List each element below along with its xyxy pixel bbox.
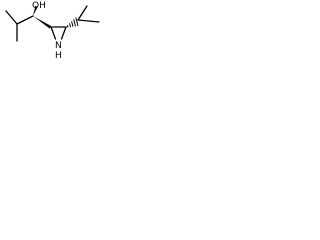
bond-isopropyl-left-to-carbinol <box>16 15 34 25</box>
wedge-bond-carbinol-aziridine <box>33 16 51 29</box>
molecule-structure: OH N H <box>5 1 100 61</box>
hydroxyl-label: OH <box>32 1 46 11</box>
aziridine-h-label: H <box>55 51 62 61</box>
bond-aziridine-c2-n <box>50 26 57 40</box>
hash-bond-aziridine-isopropyl <box>67 17 79 28</box>
bond-aziridine-c3-n <box>60 26 67 40</box>
wedge-bond-hydroxyl <box>33 6 38 16</box>
bond-methyl-left-top <box>5 10 18 25</box>
bond-isopropyl-right-top <box>77 5 88 21</box>
bond-isopropyl-right-down <box>77 19 100 23</box>
aziridine-n-label: N <box>55 41 62 51</box>
